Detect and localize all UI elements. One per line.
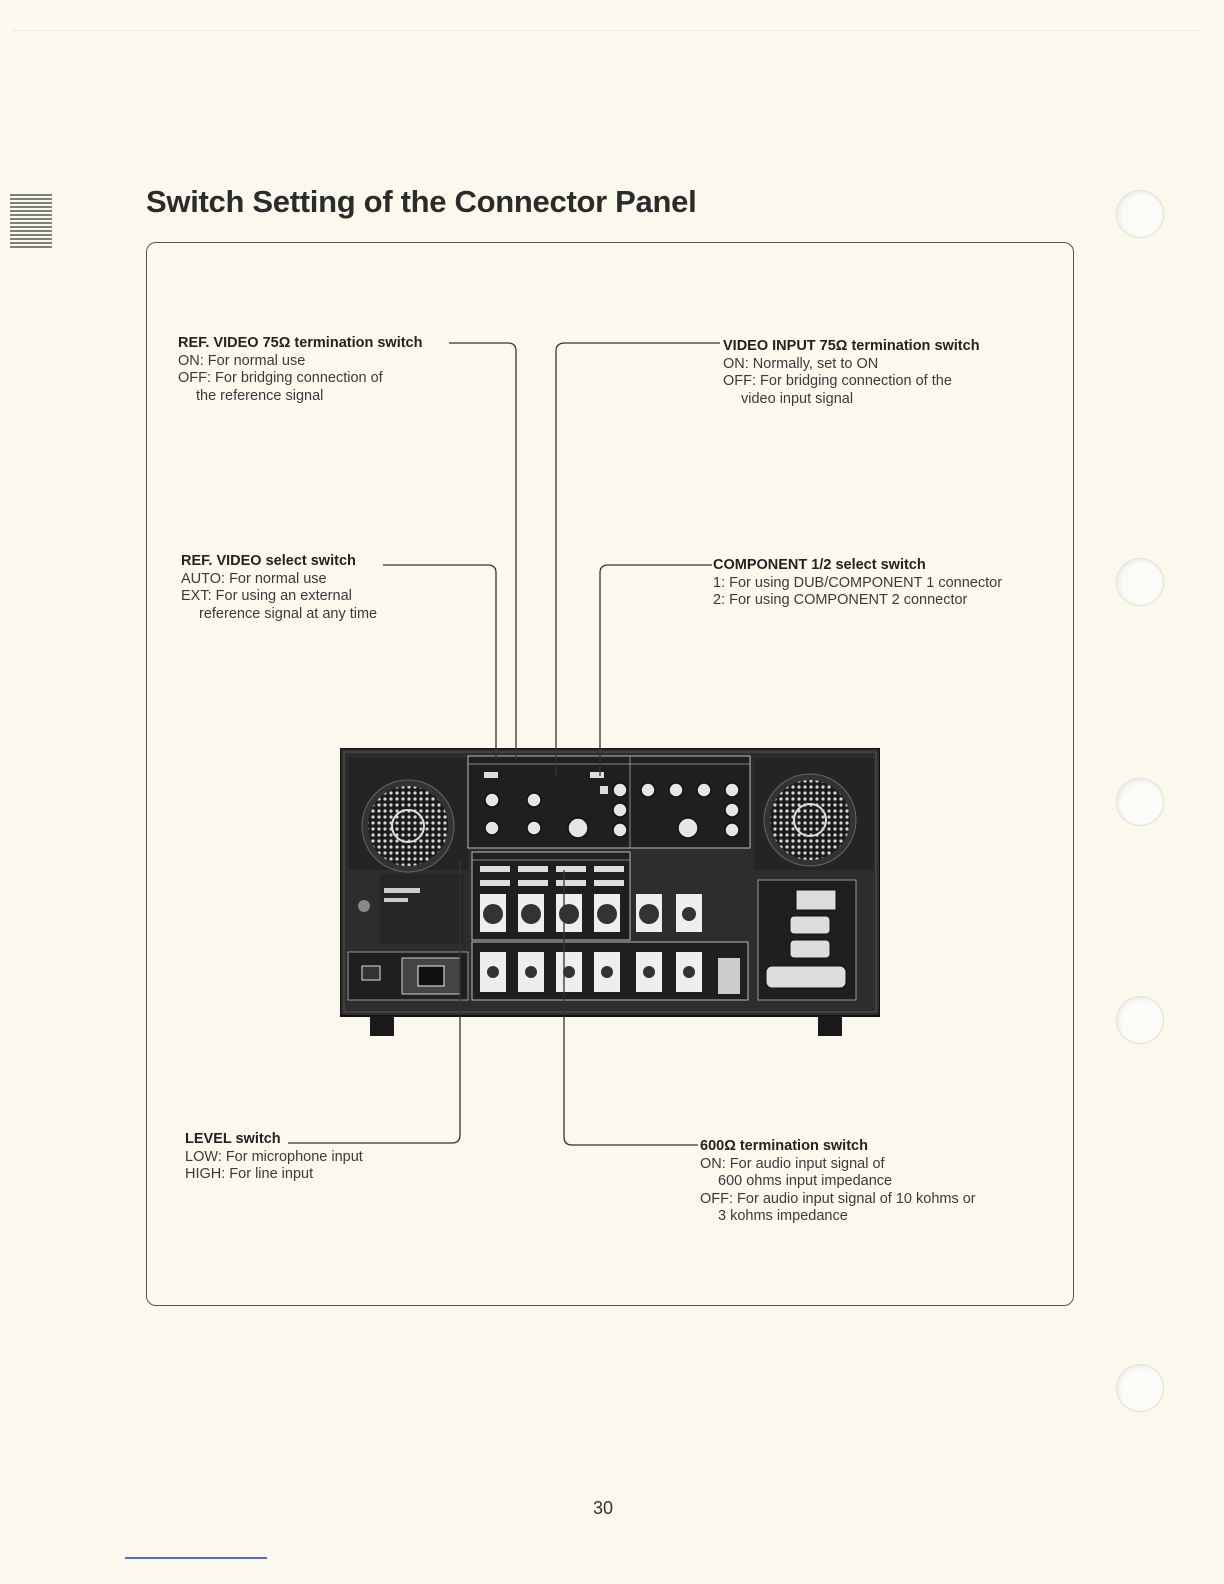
callout-line: ON: Normally, set to ON — [723, 355, 879, 372]
xlr-output-connector-icons — [480, 952, 740, 994]
callout-title: VIDEO INPUT 75Ω termination switch — [723, 338, 980, 354]
remote-connector-icon — [789, 915, 831, 935]
callout-600-termination: 600Ω termination switch ON: For audio in… — [700, 1138, 976, 1226]
remote-connector-icon — [795, 889, 837, 911]
page-number: 30 — [593, 1498, 614, 1518]
callout-line: ON: For normal use — [178, 352, 306, 369]
video-io-panel — [467, 755, 751, 849]
callout-component-select: COMPONENT 1/2 select switch 1: For using… — [713, 557, 1002, 610]
callout-line: video input signal — [741, 390, 854, 407]
figure-frame — [146, 242, 1074, 1306]
connector-panel-illustration — [340, 748, 880, 1036]
callout-line: 600 ohms input impedance — [718, 1173, 893, 1189]
callout-line: 1: For using DUB/COMPONENT 1 connector — [713, 574, 1003, 591]
callout-line: reference signal at any time — [199, 605, 378, 622]
callout-line: LOW: For microphone input — [185, 1148, 363, 1165]
callout-line: OFF: For bridging connection of the — [723, 373, 952, 389]
binder-hole — [1116, 778, 1164, 826]
callout-title: LEVEL switch — [185, 1131, 281, 1147]
ac-inlet-icon — [417, 965, 445, 987]
foot — [818, 1016, 842, 1036]
page-title: Switch Setting of the Connector Panel — [146, 184, 697, 219]
callout-line: ON: For audio input signal of — [700, 1155, 885, 1172]
callout-ref-video-termination: REF. VIDEO 75Ω termination switch ON: Fo… — [178, 335, 422, 405]
dub-connector-icon — [677, 817, 699, 839]
callout-video-input-termination: VIDEO INPUT 75Ω termination switch ON: N… — [723, 338, 980, 408]
label-plate — [380, 874, 464, 944]
callout-line: HIGH: For line input — [185, 1166, 314, 1182]
callout-title: REF. VIDEO select switch — [181, 553, 356, 569]
callout-line: OFF: For audio input signal of 10 kohms … — [700, 1190, 976, 1207]
binder-hole — [1116, 558, 1164, 606]
callout-line: EXT: For using an external — [181, 588, 352, 604]
callout-ref-video-select: REF. VIDEO select switch AUTO: For norma… — [181, 553, 377, 623]
callout-title: COMPONENT 1/2 select switch — [713, 557, 926, 573]
foot — [370, 1016, 394, 1036]
callout-line: OFF: For bridging connection of — [178, 370, 383, 386]
parallel-connector-icon — [765, 965, 847, 989]
callout-title: REF. VIDEO 75Ω termination switch — [178, 335, 423, 351]
callout-line: the reference signal — [196, 387, 324, 404]
remote-connector-icon — [789, 939, 831, 959]
callout-level-switch: LEVEL switch LOW: For microphone input H… — [185, 1131, 363, 1184]
dub-connector-icon — [567, 817, 589, 839]
ground-screw-icon — [358, 900, 370, 912]
binder-hole — [1116, 996, 1164, 1044]
bnc-connector-icons — [484, 782, 740, 838]
power-switch-icon — [361, 965, 381, 981]
callout-title: 600Ω termination switch — [700, 1138, 868, 1154]
callout-line: 3 kohms impedance — [718, 1208, 848, 1224]
scan-artifact-line — [125, 1557, 267, 1559]
binder-hole — [1116, 1364, 1164, 1412]
binder-hole — [1116, 190, 1164, 238]
section-tab-mark — [10, 194, 52, 248]
callout-line: AUTO: For normal use — [181, 570, 327, 587]
callout-line: 2: For using COMPONENT 2 connector — [713, 592, 968, 608]
